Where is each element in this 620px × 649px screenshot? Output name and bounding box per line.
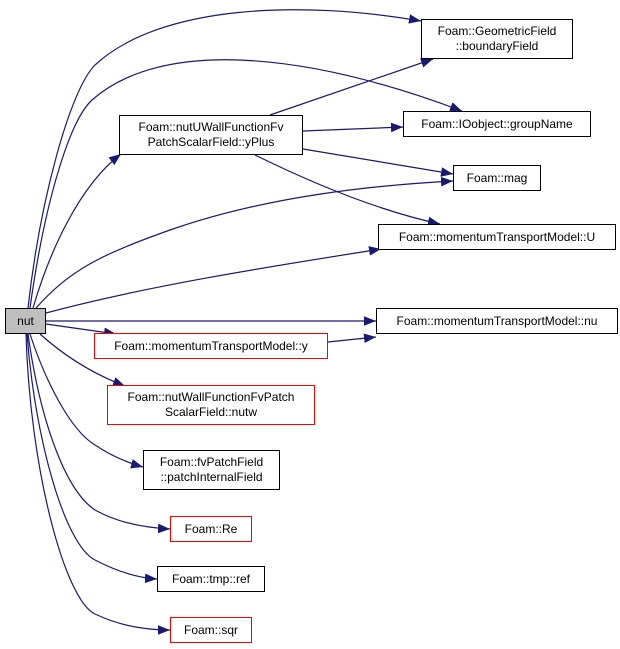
- node-nut: nut: [5, 308, 46, 334]
- node-nutw[interactable]: Foam::nutWallFunctionFvPatch ScalarField…: [107, 385, 315, 425]
- edge-nut-to-yPlus: [32, 153, 122, 309]
- node-boundary-field[interactable]: Foam::GeometricField ::boundaryField: [421, 19, 573, 59]
- edge-nut-to-mag: [35, 176, 454, 309]
- edge-yPlus-to-U: [254, 154, 441, 227]
- node-tmp-ref[interactable]: Foam::tmp::ref: [157, 566, 265, 592]
- node-yplus[interactable]: Foam::nutUWallFunctionFv PatchScalarFiel…: [119, 115, 303, 155]
- edge-yPlus-to-groupName: [302, 122, 404, 133]
- edge-y-to-nu: [327, 333, 377, 344]
- node-group-name[interactable]: Foam::IOobject::groupName: [403, 111, 591, 137]
- node-u[interactable]: Foam::momentumTransportModel::U: [378, 224, 616, 250]
- edge-nut-to-Re: [27, 333, 171, 534]
- edge-nut-to-boundaryField: [27, 9, 422, 309]
- node-nu[interactable]: Foam::momentumTransportModel::nu: [376, 308, 618, 334]
- edge-nut-to-U: [45, 246, 382, 314]
- edge-nut-to-y: [45, 323, 117, 338]
- node-re[interactable]: Foam::Re: [170, 516, 252, 542]
- edge-yPlus-to-mag: [302, 148, 454, 177]
- node-y[interactable]: Foam::momentumTransportModel::y: [94, 333, 328, 359]
- edge-yPlus-to-boundaryField: [269, 58, 434, 116]
- edge-nut-to-groupName: [29, 59, 463, 309]
- edge-nut-to-patchInternalField: [29, 333, 144, 469]
- edge-nut-to-ref: [26, 333, 158, 584]
- edge-nut-to-nutw: [39, 333, 126, 387]
- edge-nut-to-sqr: [25, 333, 171, 635]
- node-mag[interactable]: Foam::mag: [453, 165, 541, 191]
- node-sqr[interactable]: Foam::sqr: [170, 617, 252, 643]
- node-patch-internal-field[interactable]: Foam::fvPatchField ::patchInternalField: [143, 450, 280, 490]
